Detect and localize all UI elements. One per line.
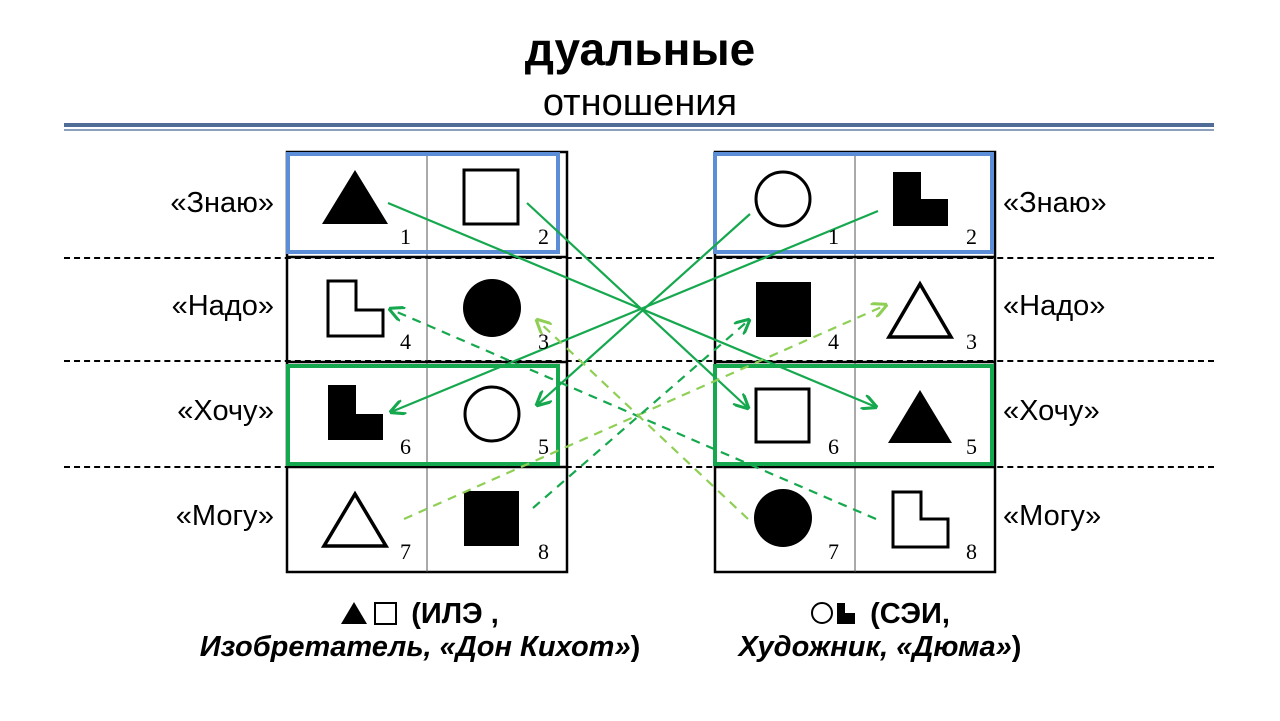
cell-number: 6 bbox=[400, 434, 411, 459]
left-type-caption: (ИЛЭ , Изобретатель, «Дон Кихот») bbox=[160, 598, 680, 664]
page-subtitle: отношения bbox=[542, 82, 738, 124]
cell-number: 7 bbox=[400, 539, 411, 564]
caption-paren: ) bbox=[630, 631, 641, 663]
outline-circle-icon bbox=[463, 385, 521, 443]
row-label-mogu-right: «Могу» bbox=[1003, 500, 1102, 532]
cell-number: 8 bbox=[538, 539, 549, 564]
triangle-square-symbol-icon bbox=[341, 602, 398, 625]
cell-number: 2 bbox=[538, 224, 549, 249]
row-divider bbox=[64, 257, 1214, 259]
caption-line-2: Художник, «Дюма») bbox=[620, 631, 1140, 664]
row-label-mogu-left: «Могу» bbox=[175, 500, 274, 532]
right-type-caption: (СЭИ, Художник, «Дюма») bbox=[620, 598, 1140, 664]
arrow-l-shape-to-l-shape bbox=[391, 209, 879, 412]
dashed-arrow-l-shape-mogu-to-nado bbox=[390, 309, 877, 521]
cell-number: 8 bbox=[966, 539, 977, 564]
row-label-nado-left: «Надо» bbox=[171, 290, 274, 322]
filled-square-icon bbox=[464, 491, 519, 546]
caption-paren: ) bbox=[1011, 631, 1022, 663]
circle-l-shape-symbol-icon bbox=[811, 602, 856, 624]
caption-line-1: (СЭИ, bbox=[620, 598, 1140, 631]
outline-square-icon bbox=[754, 387, 811, 444]
caption-line-1: (ИЛЭ , bbox=[160, 598, 680, 631]
left-caption-type: (ИЛЭ , bbox=[411, 598, 499, 630]
filled-circle-icon bbox=[754, 489, 812, 547]
outline-square-icon bbox=[462, 168, 520, 226]
arrow-triangle-to-triangle bbox=[387, 201, 876, 407]
filled-triangle-icon bbox=[888, 390, 952, 443]
page-title: дуальные bbox=[524, 23, 756, 75]
khochu-highlight-left bbox=[286, 364, 560, 466]
row-label-khochu-left: «Хочу» bbox=[177, 395, 274, 427]
caption-line-2: Изобретатель, «Дон Кихот») bbox=[160, 631, 680, 664]
row-divider bbox=[64, 466, 1214, 468]
filled-triangle-icon bbox=[322, 170, 388, 224]
row-label-nado-right: «Надо» bbox=[1003, 290, 1106, 322]
cell-number: 3 bbox=[966, 329, 977, 354]
cell-number: 5 bbox=[538, 434, 549, 459]
cell-number: 4 bbox=[828, 329, 839, 354]
outline-l-shape-icon bbox=[326, 279, 385, 338]
row-label-khochu-right: «Хочу» bbox=[1003, 395, 1100, 427]
right-caption-type: (СЭИ, bbox=[870, 598, 950, 630]
cell-number: 2 bbox=[966, 224, 977, 249]
title-rule bbox=[64, 123, 1214, 127]
arrow-circle-to-circle bbox=[537, 213, 751, 405]
arrow-square-to-square bbox=[526, 202, 748, 408]
filled-circle-icon bbox=[463, 279, 521, 337]
filled-l-shape-icon bbox=[328, 385, 383, 440]
right-caption-name: Художник, «Дюма» bbox=[738, 631, 1012, 663]
row-divider bbox=[64, 360, 1214, 362]
cell-number: 1 bbox=[828, 224, 839, 249]
cell-number: 5 bbox=[966, 434, 977, 459]
row-label-znayu-right: «Знаю» bbox=[1003, 187, 1107, 219]
outline-circle-icon bbox=[754, 170, 812, 228]
left-caption-name: Изобретатель, «Дон Кихот» bbox=[199, 631, 631, 663]
znayu-highlight-right bbox=[713, 152, 994, 254]
znayu-highlight-left bbox=[286, 152, 560, 254]
dashed-arrow-triangle-mogu-to-nado bbox=[403, 305, 886, 521]
cell-number: 3 bbox=[538, 329, 549, 354]
cell-number: 4 bbox=[400, 329, 411, 354]
outline-triangle-icon bbox=[320, 490, 390, 548]
title-rule-thin bbox=[64, 129, 1214, 131]
cell-number: 1 bbox=[400, 224, 411, 249]
dashed-arrow-circle-mogu-to-nado bbox=[537, 320, 749, 520]
khochu-highlight-right bbox=[713, 364, 994, 466]
outline-l-shape-icon bbox=[891, 490, 950, 549]
filled-square-icon bbox=[756, 282, 811, 337]
outline-triangle-icon bbox=[885, 280, 955, 339]
cell-number: 6 bbox=[828, 434, 839, 459]
filled-l-shape-icon bbox=[893, 172, 948, 226]
cell-number: 7 bbox=[828, 539, 839, 564]
row-label-znayu-left: «Знаю» bbox=[170, 187, 274, 219]
